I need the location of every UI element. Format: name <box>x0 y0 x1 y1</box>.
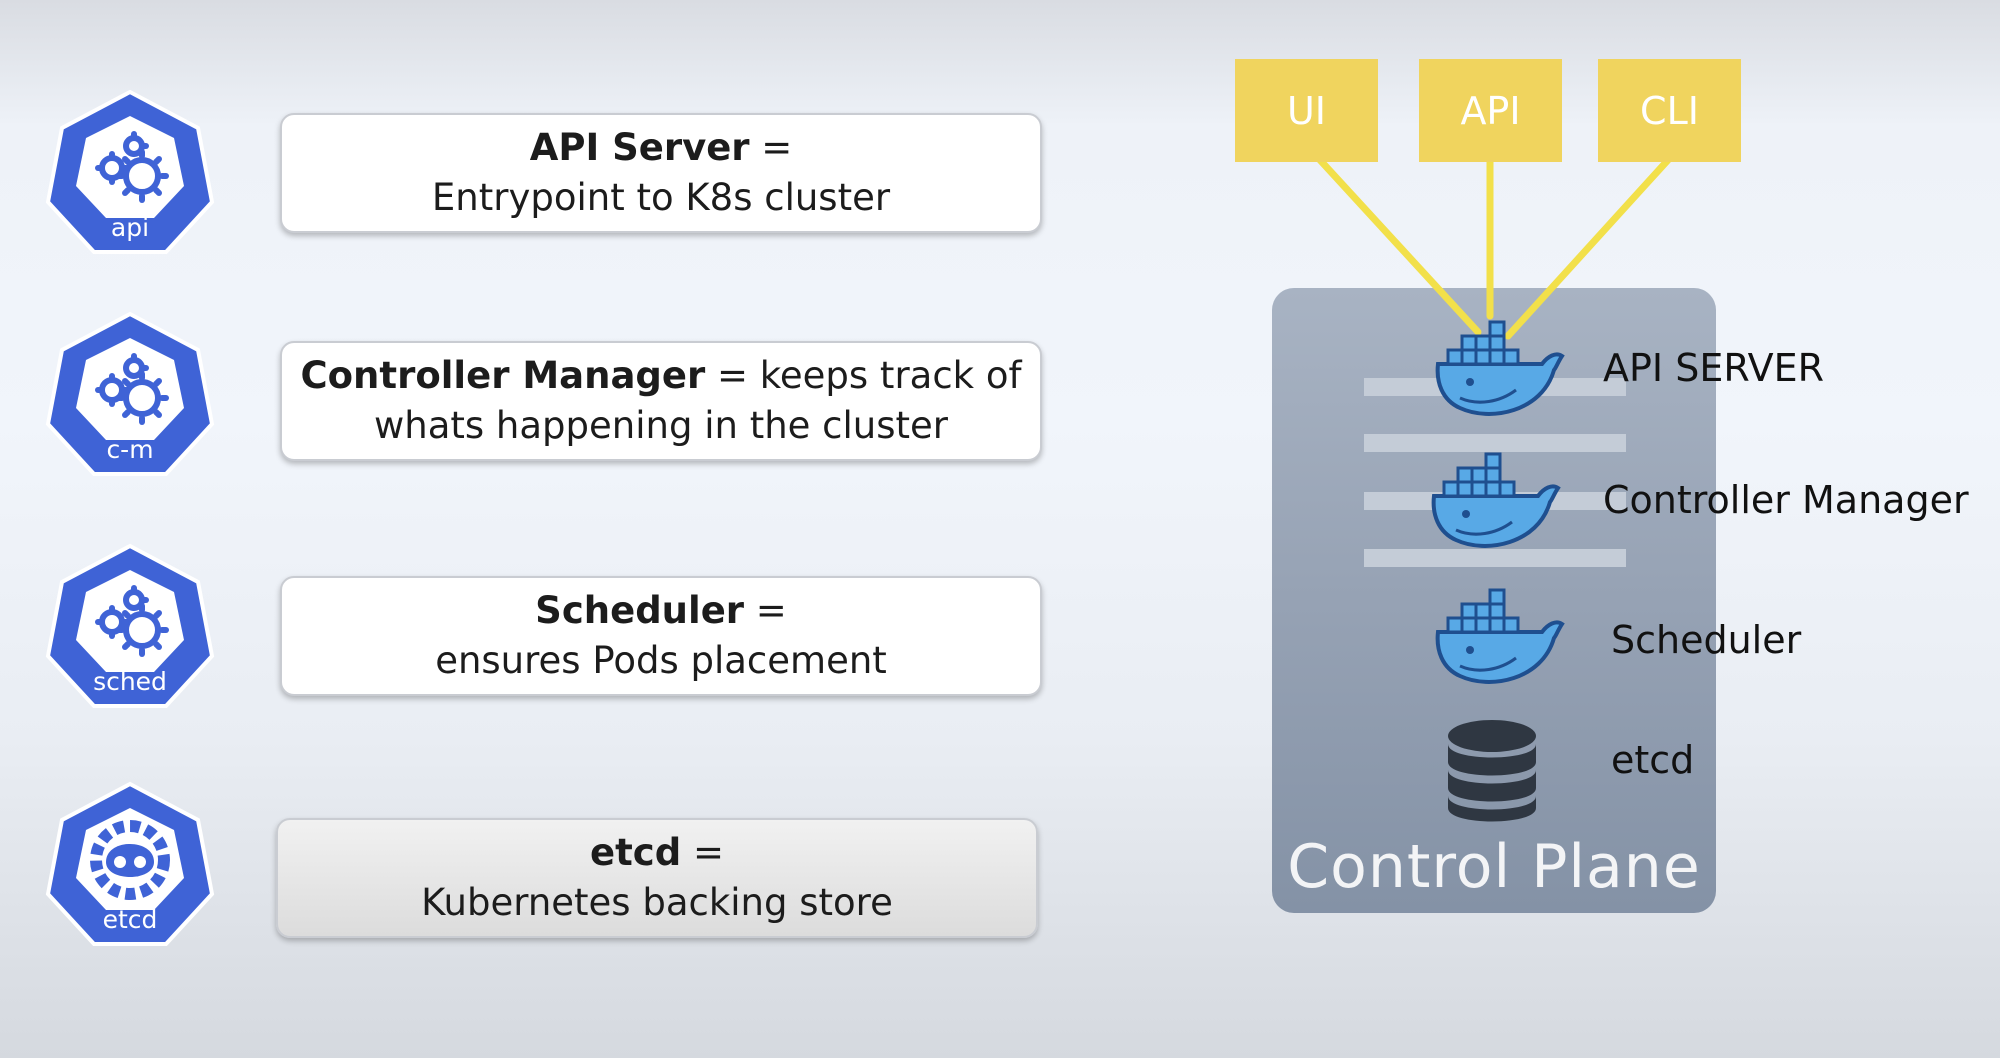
cli-connection-line <box>1504 156 1672 340</box>
docker-whale-icon <box>1430 584 1570 692</box>
docker-whale-icon <box>1426 448 1566 556</box>
control-plane-title: Control Plane <box>1287 832 1701 902</box>
etcd-label: etcd <box>1611 738 1695 782</box>
api-server-label: API SERVER <box>1603 346 1825 390</box>
card-separator: = <box>681 831 724 874</box>
controller-manager-card: Controller Manager = keeps track of what… <box>280 341 1042 461</box>
card-separator: = <box>744 589 787 632</box>
etcd-icon-label: etcd <box>102 905 158 934</box>
scheduler-card: Scheduler = ensures Pods placement <box>280 576 1042 696</box>
ui-connection-line <box>1316 156 1482 336</box>
cli-client-box: CLI <box>1598 59 1741 162</box>
etcd-icon: etcd <box>44 778 216 950</box>
divider-stripe <box>1364 549 1626 567</box>
controller-manager-icon: c-m <box>44 308 216 480</box>
api-icon-label: api <box>110 213 150 242</box>
card-separator: = <box>749 126 793 169</box>
card-description: Kubernetes backing store <box>421 881 893 924</box>
api-client-box: API <box>1419 59 1562 162</box>
etcd-card: etcd = Kubernetes backing store <box>276 818 1038 938</box>
card-title: etcd <box>590 831 682 874</box>
api-server-icon: api <box>44 86 216 258</box>
scheduler-label: Scheduler <box>1611 618 1802 662</box>
controller-manager-label: Controller Manager <box>1603 478 1969 522</box>
card-title: Controller Manager <box>300 354 706 397</box>
card-description: ensures Pods placement <box>435 639 887 682</box>
ui-client-box: UI <box>1235 59 1378 162</box>
sched-icon-label: sched <box>93 667 167 696</box>
c-m-icon-label: c-m <box>106 435 154 464</box>
card-description: whats happening in the cluster <box>373 404 949 447</box>
card-description: Entrypoint to K8s cluster <box>431 176 891 219</box>
scheduler-icon: sched <box>44 540 216 712</box>
database-icon <box>1444 718 1540 824</box>
card-title: Scheduler <box>535 589 745 632</box>
card-separator: = keeps track of <box>705 354 1022 397</box>
api-server-card: API Server = Entrypoint to K8s cluster <box>280 113 1042 233</box>
divider-stripe <box>1364 434 1626 452</box>
docker-whale-icon <box>1430 316 1570 424</box>
card-title: API Server <box>529 126 750 169</box>
